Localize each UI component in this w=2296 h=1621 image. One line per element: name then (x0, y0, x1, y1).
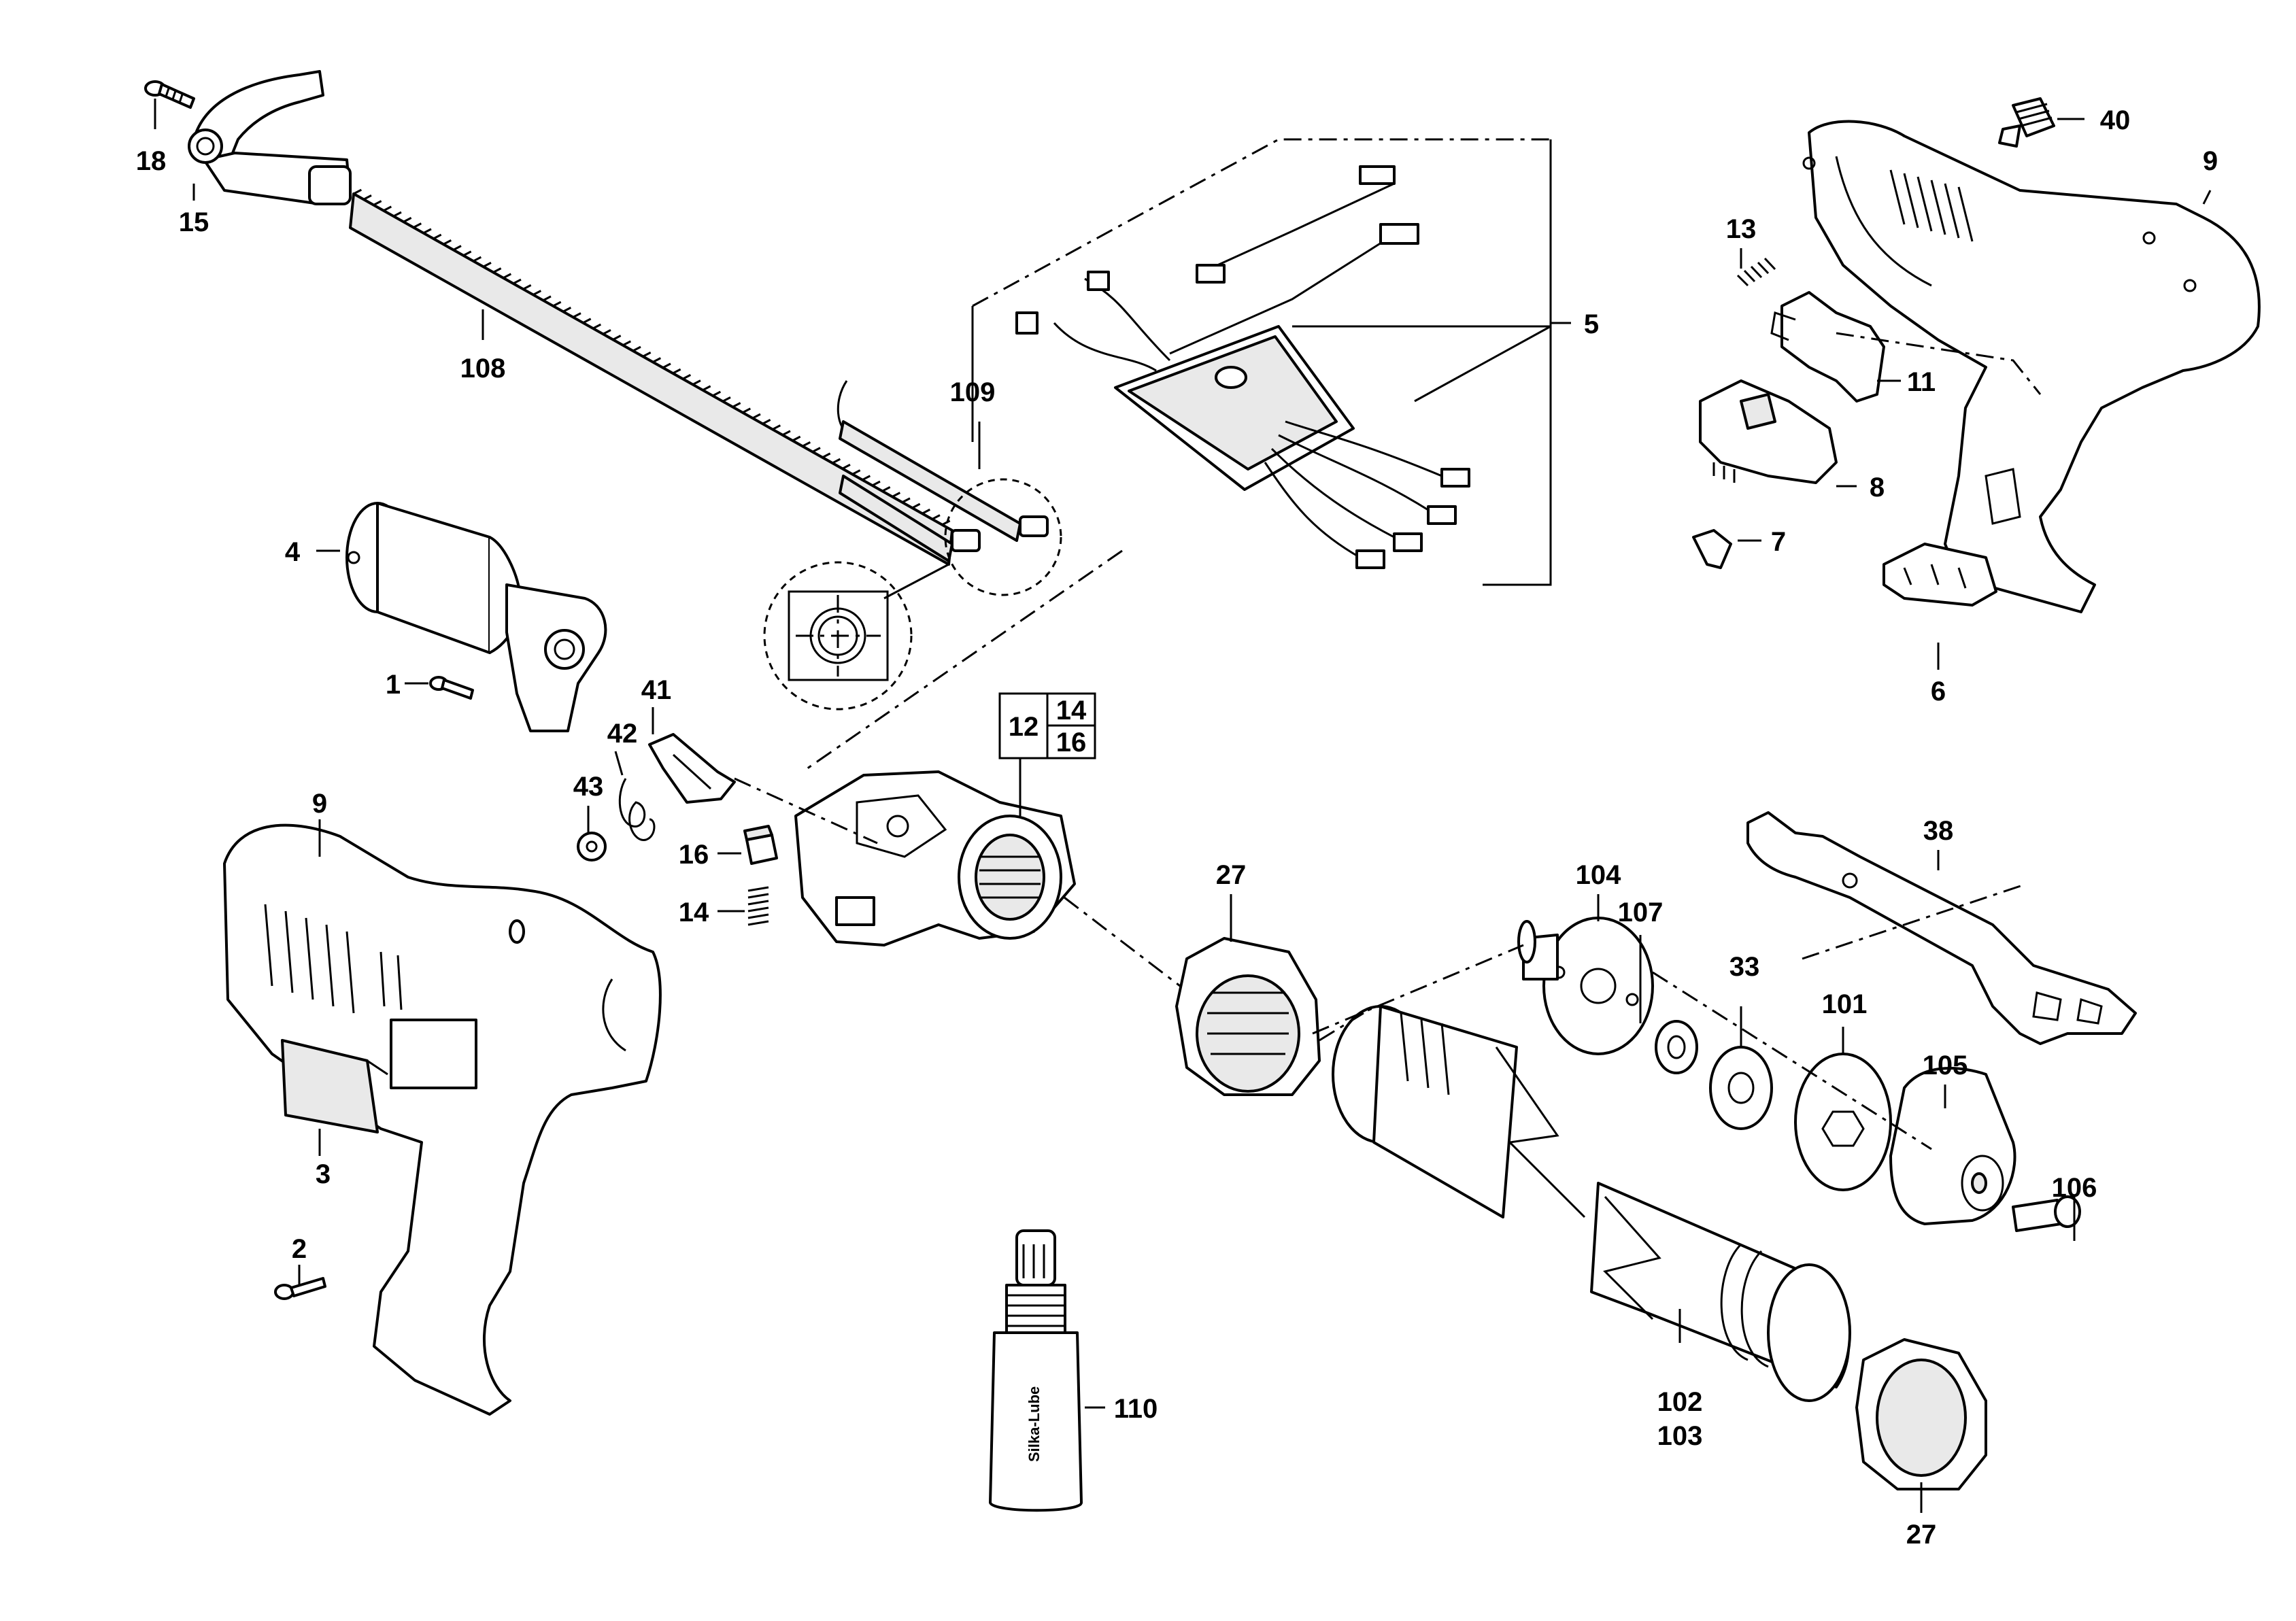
spring-14-part[interactable] (747, 886, 769, 926)
callout-107: 107 (1618, 898, 1664, 927)
callout-103: 103 (1657, 1421, 1703, 1451)
lubricant-bottle-110-part[interactable]: Silka-Lube (989, 1229, 1083, 1512)
ring-nut-27b-part[interactable] (1855, 1338, 1987, 1490)
callout-2: 2 (292, 1234, 307, 1264)
callout-14-box: 14 (1056, 696, 1087, 726)
callout-4: 4 (285, 537, 301, 567)
cartridge-tube-102-part[interactable] (1332, 1005, 1851, 1402)
spring-42-part[interactable] (618, 778, 656, 841)
callout-108: 108 (460, 354, 506, 383)
disc-101-part[interactable] (1794, 1053, 1892, 1191)
callout-13: 13 (1726, 214, 1757, 244)
callout-18: 18 (136, 146, 167, 176)
callout-9-left: 9 (312, 789, 327, 819)
housing-half-left-9-part[interactable] (223, 823, 662, 1416)
callout-40: 40 (2100, 105, 2131, 135)
screw-1-part[interactable] (429, 676, 474, 700)
callout-41: 41 (641, 675, 672, 705)
nozzle-105-part[interactable] (1889, 1067, 2016, 1225)
block-16-part[interactable] (743, 825, 778, 865)
switch-lever-7-part[interactable] (1692, 529, 1732, 569)
leader-lines (154, 99, 2212, 1513)
callout-16-box: 16 (1056, 728, 1087, 757)
callout-14: 14 (679, 898, 709, 927)
callout-101: 101 (1822, 989, 1868, 1019)
callout-109: 109 (950, 377, 996, 407)
piston-104-part[interactable] (1517, 917, 1654, 1055)
callout-102: 102 (1657, 1387, 1703, 1417)
callout-16: 16 (679, 840, 709, 870)
ring-nut-27-part[interactable] (1175, 937, 1321, 1096)
callout-8: 8 (1870, 473, 1885, 502)
callout-27-bottom: 27 (1906, 1520, 1937, 1550)
callout-12: 12 (1009, 712, 1039, 742)
terminal-block-6-part[interactable] (1883, 543, 1997, 607)
callout-43: 43 (573, 772, 604, 802)
callout-1: 1 (386, 670, 401, 700)
gearbox-housing-part[interactable] (794, 770, 1076, 946)
trigger-11-part[interactable] (1770, 291, 1885, 403)
switch-8-part[interactable] (1699, 379, 1838, 484)
plunger-handle-part[interactable] (188, 70, 352, 205)
callout-110: 110 (1114, 1394, 1158, 1424)
callout-labels: 18 15 108 109 5 4 1 41 42 43 16 14 9 3 2… (136, 105, 2218, 1550)
callout-15: 15 (179, 207, 209, 237)
callout-11: 11 (1907, 367, 1936, 397)
washer-43-part[interactable] (577, 832, 607, 861)
callout-42: 42 (607, 719, 638, 749)
wrench-38-part[interactable] (1746, 811, 2137, 1045)
callout-105: 105 (1923, 1051, 1968, 1080)
latch-41-part[interactable] (648, 733, 736, 804)
motor-4-part[interactable] (345, 502, 607, 732)
assembly-lines (734, 332, 2042, 1150)
callout-3: 3 (316, 1159, 331, 1189)
callout-38: 38 (1923, 816, 1954, 846)
callout-9-right: 9 (2203, 146, 2218, 176)
rack-detail-109 (763, 380, 1062, 711)
bottle-label: Silka-Lube (1026, 1386, 1043, 1462)
screw-2-part[interactable] (274, 1277, 326, 1300)
spring-13-part[interactable] (1736, 257, 1776, 287)
wiring-harness-5-part[interactable] (971, 138, 1552, 586)
housing-half-right-9-part[interactable] (1802, 120, 2261, 613)
screw-18-part[interactable] (144, 80, 195, 109)
boxed-callout-12-14-16: 12 14 16 (998, 692, 1096, 760)
callout-104: 104 (1576, 860, 1621, 890)
callout-27-top: 27 (1216, 860, 1247, 890)
callout-106: 106 (2052, 1173, 2097, 1203)
callout-33: 33 (1729, 952, 1760, 982)
knob-40-part[interactable] (1998, 97, 2055, 148)
callout-6: 6 (1931, 677, 1946, 706)
callout-7: 7 (1771, 527, 1786, 557)
callout-5: 5 (1584, 309, 1599, 339)
washer-33-part[interactable] (1709, 1046, 1773, 1130)
bushing-107-part[interactable] (1655, 1020, 1698, 1074)
